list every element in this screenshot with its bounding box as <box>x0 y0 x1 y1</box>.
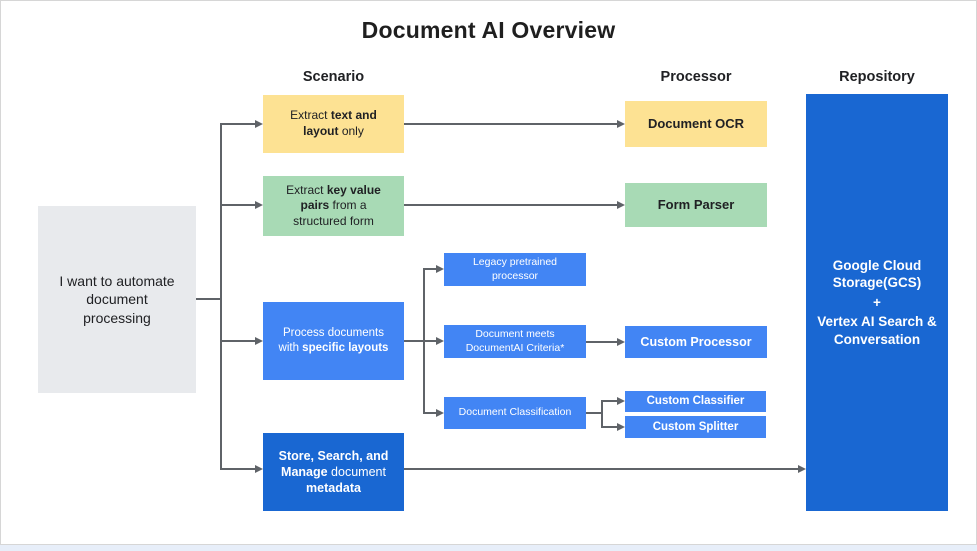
option-document-classification: Document Classification <box>444 397 586 429</box>
option-documentai-criteria: Document meets DocumentAI Criteria* <box>444 325 586 358</box>
intent-box: I want to automate document processing <box>38 206 196 393</box>
scenario-store-search-manage: Store, Search, and Manage document metad… <box>263 433 404 511</box>
arrowhead-row2-icon <box>255 201 263 209</box>
processor-document-ocr: Document OCR <box>625 101 767 147</box>
connector-ocr-scenario-to-processor <box>404 123 617 125</box>
arrowhead-custom-processor-icon <box>617 338 625 346</box>
arrowhead-custom-splitter-icon <box>617 423 625 431</box>
connector-branch-to-criteria <box>424 340 436 342</box>
column-header-scenario: Scenario <box>302 69 365 85</box>
processor-custom-processor: Custom Processor <box>625 326 767 358</box>
connector-fork-to-classifier <box>602 400 617 402</box>
arrowhead-custom-classifier-icon <box>617 397 625 405</box>
scenario-extract-text-layout: Extract text and layout only <box>263 95 404 153</box>
arrowhead-form-parser-icon <box>617 201 625 209</box>
connector-classification-to-fork <box>586 412 603 414</box>
connector-branch-to-legacy <box>424 268 436 270</box>
repository-box: Google Cloud Storage(GCS) + Vertex AI Se… <box>806 94 948 511</box>
connector-trunk-to-row3 <box>221 340 255 342</box>
repository-line-plus: + <box>873 294 881 310</box>
column-header-repository: Repository <box>839 69 915 85</box>
connector-intent-to-trunk <box>196 298 222 300</box>
connector-branch-to-classification <box>424 412 436 414</box>
arrowhead-repository-icon <box>798 465 806 473</box>
repository-line-gcs: Google Cloud Storage(GCS) <box>832 257 922 291</box>
connector-trunk-to-row2 <box>221 204 255 206</box>
scenario-extract-key-value-pairs: Extract key value pairs from a structure… <box>263 176 404 236</box>
processor-custom-splitter: Custom Splitter <box>625 416 766 438</box>
repository-line-vertex: Vertex AI Search & Conversation <box>817 314 937 347</box>
connector-custom-to-branch <box>404 340 425 342</box>
column-header-processor: Processor <box>660 69 732 85</box>
page-title: Document AI Overview <box>361 17 616 43</box>
connector-criteria-to-custom-processor <box>586 341 617 343</box>
connector-trunk-to-row4 <box>221 468 255 470</box>
scenario-specific-layouts: Process documents with specific layouts <box>263 302 404 380</box>
background-strip <box>0 545 977 551</box>
connector-main-trunk <box>220 123 222 470</box>
arrowhead-legacy-icon <box>436 265 444 273</box>
processor-custom-classifier: Custom Classifier <box>625 391 766 412</box>
connector-trunk-to-row1 <box>221 123 255 125</box>
arrowhead-classification-icon <box>436 409 444 417</box>
connector-fork-trunk <box>601 400 603 428</box>
option-legacy-pretrained-processor: Legacy pretrained processor <box>444 253 586 286</box>
connector-form-scenario-to-processor <box>404 204 617 206</box>
arrowhead-row1-icon <box>255 120 263 128</box>
arrowhead-row4-icon <box>255 465 263 473</box>
connector-store-to-repository <box>404 468 798 470</box>
connector-fork-to-splitter <box>602 426 617 428</box>
arrowhead-criteria-icon <box>436 337 444 345</box>
arrowhead-row3-icon <box>255 337 263 345</box>
arrowhead-document-ocr-icon <box>617 120 625 128</box>
processor-form-parser: Form Parser <box>625 183 767 227</box>
